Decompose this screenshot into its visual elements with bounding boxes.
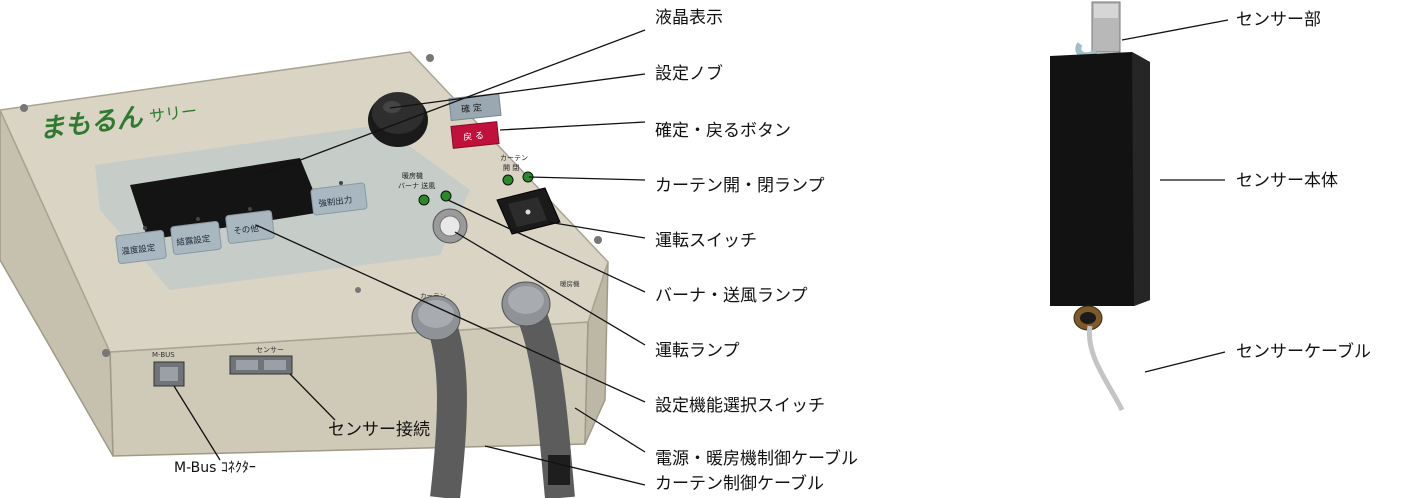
- callout-sensor-conn: センサー接続: [328, 420, 430, 440]
- leader-sensor-cable: [1144, 351, 1226, 373]
- leader-buttons: [499, 121, 646, 131]
- leader-run-switch: [547, 221, 646, 239]
- dew-setting-label: 結露設定: [176, 233, 212, 248]
- callout-sensor-cable: センサーケーブル: [1236, 342, 1371, 362]
- curtain-open-lamp: [502, 174, 514, 186]
- other-button[interactable]: [225, 210, 275, 244]
- force-output-label: 強制出力: [318, 194, 353, 209]
- heater-cable-port-label: 暖房機: [560, 279, 580, 288]
- leader-sensor-head: [1121, 19, 1229, 41]
- button-indicator-dots: [143, 181, 343, 230]
- sensor-body: [1050, 52, 1150, 306]
- lcd-display: [130, 158, 322, 240]
- callout-buttons: 確定・戻るボタン: [655, 121, 791, 141]
- callout-mbus-conn: M-Bus ｺﾈｸﾀｰ: [174, 460, 256, 476]
- sensor-port-label: センサー: [256, 346, 284, 354]
- leader-burner-lamp: [447, 199, 646, 293]
- temp-setting-button[interactable]: [115, 230, 167, 264]
- temp-setting-label: 温度設定: [121, 242, 157, 257]
- callout-curtain-lamp: カーテン開・閉ランプ: [655, 176, 825, 196]
- callout-func-switch: 設定機能選択スイッチ: [655, 396, 825, 416]
- back-button[interactable]: [450, 121, 500, 149]
- leader-knob: [389, 73, 646, 109]
- callout-burner-lamp: バーナ・送風ランプ: [655, 286, 808, 306]
- leader-curtain-lamp: [528, 176, 646, 181]
- sensor-unit: [1050, 1, 1150, 412]
- back-label: 戻 る: [463, 129, 485, 143]
- callout-power-cable: 電源・暖房機制御ケーブル: [655, 449, 858, 469]
- leader-sensor-conn: [289, 373, 336, 421]
- dew-setting-button[interactable]: [170, 221, 222, 255]
- function-buttons[interactable]: 温度設定 結露設定 その他 強制出力: [115, 182, 368, 264]
- screws: [20, 54, 602, 357]
- force-output-button[interactable]: [310, 182, 368, 216]
- leader-power-cable: [574, 407, 646, 453]
- confirm-button[interactable]: [448, 92, 502, 122]
- leader-lcd: [257, 29, 646, 177]
- mbus-port-label: M-BUS: [152, 351, 175, 359]
- callout-curtain-cable: カーテン制御ケーブル: [655, 474, 824, 494]
- curtain-lamp-sub: 開 閉: [503, 164, 519, 172]
- fan-lamp: [440, 190, 452, 202]
- callout-sensor-head: センサー部: [1236, 10, 1321, 30]
- run-switch[interactable]: [496, 187, 561, 235]
- callout-run-lamp: 運転ランプ: [655, 341, 740, 361]
- heater-lamp-title: 暖房機: [402, 171, 423, 180]
- leader-mbus-conn: [173, 385, 221, 461]
- leader-curtain-cable: [484, 445, 646, 486]
- leader-func-switch: [255, 224, 646, 403]
- curtain-lamp-title: カーテン: [500, 154, 528, 162]
- cables: [411, 281, 575, 498]
- controller-device: まもるん サリー 温度設定 結露設定 その他 強制出力 確 定: [0, 51, 609, 498]
- other-label: その他: [233, 223, 260, 237]
- setting-knob[interactable]: [368, 92, 428, 147]
- sensor-cable-wire: [1086, 325, 1125, 412]
- callout-lcd: 液晶表示: [655, 8, 723, 28]
- callout-sensor-body: センサー本体: [1236, 171, 1338, 191]
- leader-lines: [173, 19, 1229, 486]
- heater-lamp-sub: バーナ 送風: [398, 181, 435, 190]
- burner-lamp: [418, 194, 430, 206]
- confirm-label: 確 定: [461, 101, 483, 115]
- lamps: [418, 171, 534, 206]
- leader-run-lamp: [454, 231, 646, 346]
- callout-knob: 設定ノブ: [655, 64, 723, 84]
- run-lamp: [432, 208, 468, 244]
- curtain-control-cable: [425, 314, 467, 498]
- callout-run-switch: 運転スイッチ: [655, 231, 757, 251]
